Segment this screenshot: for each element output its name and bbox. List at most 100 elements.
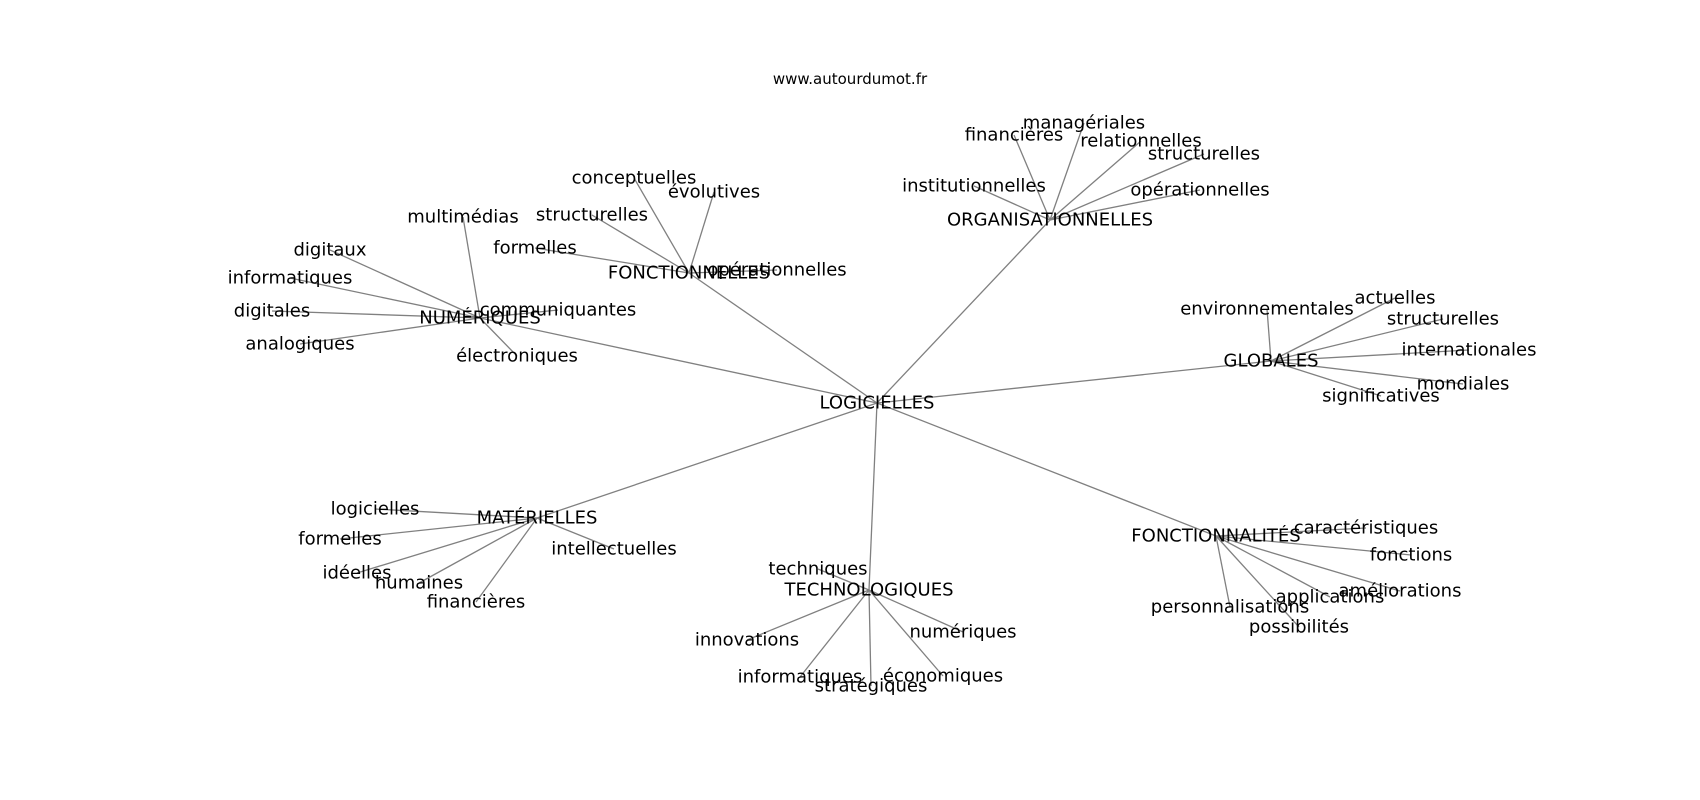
edge-technologiques-leaf	[746, 589, 870, 641]
edge-fonctionnalites-leaf	[1215, 535, 1412, 556]
leaf-node-label: humaines	[375, 573, 463, 594]
leaf-node-label: stratégiques	[815, 676, 928, 697]
edges-layer	[271, 122, 1470, 687]
leaf-node-label: formelles	[298, 529, 382, 550]
edge-materielles-leaf	[356, 517, 538, 574]
edge-materielles-leaf	[418, 517, 538, 584]
edge-globales-leaf	[1270, 318, 1444, 362]
edge-organisationnelles-leaf	[973, 185, 1051, 221]
leaf-node-label: conceptuelles	[572, 168, 697, 189]
hub-node-globales: GLOBALES	[1224, 351, 1319, 372]
edge-materielles-leaf	[475, 517, 538, 603]
hub-node-materielles: MATÉRIELLES	[477, 507, 598, 529]
leaf-node-label: techniques	[768, 559, 867, 580]
edge-organisationnelles-leaf	[1013, 134, 1051, 221]
edge-root-fonctionnalites	[876, 402, 1217, 537]
edge-numeriques-leaf	[329, 249, 481, 319]
leaf-node-label: applications	[1276, 587, 1385, 608]
edge-root-organisationnelles	[876, 219, 1051, 404]
hub-node-organisationnelles: ORGANISATIONNELLES	[947, 210, 1153, 231]
edge-technologiques-leaf	[799, 589, 870, 678]
labels-layer: LOGICIELLES NUMÉRIQUES multimédias digitaux…	[228, 113, 1537, 697]
leaf-node-label: électroniques	[456, 346, 578, 367]
leaf-node-label: financières	[965, 125, 1064, 146]
hub-node-fonctionnelles: FONCTIONNELLES	[608, 263, 770, 284]
hub-node-fonctionnalites: FONCTIONNALITÉS	[1131, 525, 1300, 547]
edge-root-fonctionnelles	[688, 272, 878, 404]
edge-numeriques-leaf	[289, 277, 481, 319]
edge-fonctionnalites-leaf	[1215, 527, 1367, 537]
leaf-node-label: intellectuelles	[551, 539, 677, 560]
leaf-node-label: structurelles	[536, 205, 648, 226]
edge-materielles-leaf	[536, 517, 615, 550]
leaf-node-label: fonctions	[1370, 545, 1453, 566]
leaf-node-label: innovations	[695, 630, 799, 651]
leaf-node-label: analogiques	[245, 334, 354, 355]
leaf-node-label: informatiques	[738, 667, 863, 688]
edge-materielles-leaf	[339, 517, 538, 540]
leaf-node-label: managériales	[1023, 113, 1145, 134]
leaf-node-label: personnalisations	[1151, 597, 1309, 618]
hub-node-technologiques: TECHNOLOGIQUES	[783, 580, 953, 601]
edge-numeriques-leaf	[462, 216, 481, 319]
edge-root-technologiques	[868, 402, 878, 591]
edge-globales-leaf	[1270, 297, 1396, 362]
edge-globales-leaf	[1270, 360, 1382, 397]
edge-globales-leaf	[1266, 308, 1272, 362]
source-watermark: www.autourdumot.fr	[772, 70, 928, 88]
leaf-node-label: formelles	[493, 238, 577, 259]
edge-fonctionnalites-leaf	[1215, 535, 1231, 608]
leaf-node-label: communiquantes	[480, 300, 637, 321]
leaf-node-label: logicielles	[331, 499, 420, 520]
root-node-label: LOGICIELLES	[820, 393, 935, 414]
leaf-node-label: structurelles	[1387, 309, 1499, 330]
leaf-node-label: relationnelles	[1080, 131, 1202, 152]
edge-technologiques-leaf	[868, 589, 964, 633]
edge-organisationnelles-leaf	[1049, 153, 1205, 221]
leaf-node-label: possibilités	[1249, 617, 1349, 638]
leaf-node-label: opérationnelles	[1130, 180, 1269, 201]
leaf-node-label: actuelles	[1355, 288, 1436, 309]
edge-root-materielles	[536, 402, 878, 519]
leaf-node-label: structurelles	[1148, 144, 1260, 165]
leaf-node-label: digitaux	[293, 240, 366, 261]
edge-root-globales	[876, 360, 1272, 404]
edge-materielles-leaf	[374, 508, 538, 519]
leaf-node-label: idéelles	[322, 563, 391, 584]
edge-fonctionnelles-leaf	[591, 214, 690, 274]
leaf-node-label: internationales	[1401, 340, 1536, 361]
edge-technologiques-leaf	[817, 568, 870, 591]
edge-fonctionnalites-leaf	[1215, 535, 1300, 628]
edge-fonctionnelles-leaf	[688, 191, 715, 274]
leaf-node-label: environnementales	[1180, 299, 1354, 320]
edge-fonctionnelles-leaf	[534, 247, 690, 274]
edge-globales-leaf	[1270, 349, 1470, 362]
edge-fonctionnelles-leaf	[688, 269, 778, 274]
edge-fonctionnelles-leaf	[633, 177, 690, 274]
edge-numeriques-leaf	[271, 310, 481, 319]
edge-fonctionnalites-leaf	[1215, 535, 1331, 598]
leaf-node-label: financières	[427, 592, 526, 613]
edge-root-numeriques	[479, 317, 878, 404]
edge-fonctionnalites-leaf	[1215, 535, 1401, 592]
edge-numeriques-leaf	[479, 309, 559, 319]
edge-globales-leaf	[1270, 360, 1464, 385]
edge-organisationnelles-leaf	[1049, 189, 1201, 221]
edge-technologiques-leaf	[868, 589, 872, 687]
hub-node-numeriques: NUMÉRIQUES	[419, 307, 541, 329]
leaf-node-label: digitales	[234, 301, 310, 322]
leaf-node-label: opérationnelles	[707, 260, 846, 281]
leaf-node-label: améliorations	[1339, 581, 1462, 602]
leaf-node-label: numériques	[909, 622, 1016, 643]
leaf-node-label: multimédias	[407, 207, 518, 228]
leaf-node-label: évolutives	[668, 182, 760, 203]
edge-numeriques-leaf	[479, 317, 518, 357]
leaf-node-label: informatiques	[228, 268, 353, 289]
edge-organisationnelles-leaf	[1049, 140, 1142, 221]
leaf-node-label: caractéristiques	[1294, 518, 1439, 539]
leaf-node-label: mondiales	[1417, 374, 1510, 395]
leaf-node-label: économiques	[883, 666, 1003, 687]
edge-organisationnelles-leaf	[1049, 122, 1085, 221]
edge-technologiques-leaf	[868, 589, 944, 677]
